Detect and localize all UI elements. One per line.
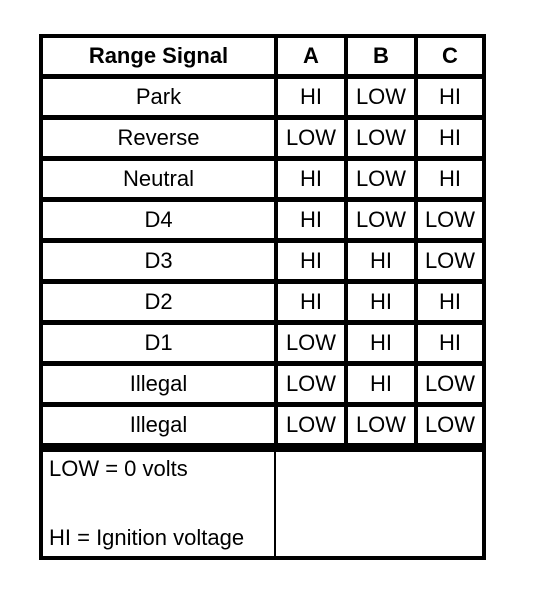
table-cell-signal-c: LOW [418, 243, 482, 279]
table-cell-signal-a: HI [278, 79, 344, 115]
table-cell-signal-b: LOW [348, 120, 414, 156]
table-cell-signal-b: HI [348, 243, 414, 279]
table-cell-signal-a: HI [278, 284, 344, 320]
table-cell-signal-b: HI [348, 325, 414, 361]
table-cell-signal-c: HI [418, 120, 482, 156]
row-label: Illegal [43, 366, 274, 402]
row-label: Reverse [43, 120, 274, 156]
table-cell-signal-b: HI [348, 366, 414, 402]
row-label: D1 [43, 325, 274, 361]
table-cell-signal-a: LOW [278, 325, 344, 361]
table-cell-signal-c: HI [418, 79, 482, 115]
legend-hi-text: HI = Ignition voltage [49, 525, 245, 550]
legend-notes: LOW = 0 volts HI = Ignition voltage [43, 452, 274, 556]
table-cell-signal-a: HI [278, 202, 344, 238]
table-cell-signal-a: HI [278, 243, 344, 279]
header-signal-a: A [278, 38, 344, 74]
table-cell-signal-a: HI [278, 161, 344, 197]
table-cell-signal-b: LOW [348, 202, 414, 238]
table-cell-signal-b: LOW [348, 407, 414, 443]
row-label: Illegal [43, 407, 274, 443]
row-label: Neutral [43, 161, 274, 197]
table-cell-signal-c: LOW [418, 366, 482, 402]
table-cell-signal-b: LOW [348, 161, 414, 197]
table-cell-signal-a: LOW [278, 407, 344, 443]
table-cell-signal-c: HI [418, 161, 482, 197]
table-cell-signal-c: HI [418, 284, 482, 320]
row-label: D4 [43, 202, 274, 238]
table-cell-signal-a: LOW [278, 366, 344, 402]
table-cell-signal-c: HI [418, 325, 482, 361]
legend-low-text: LOW = 0 volts [49, 456, 188, 481]
table-cell-signal-c: LOW [418, 202, 482, 238]
table-cell-signal-b: HI [348, 284, 414, 320]
empty-cell [276, 452, 482, 556]
header-signal-b: B [348, 38, 414, 74]
table-cell-signal-c: LOW [418, 407, 482, 443]
row-label: D3 [43, 243, 274, 279]
row-label: D2 [43, 284, 274, 320]
header-range-signal: Range Signal [43, 38, 274, 74]
row-label: Park [43, 79, 274, 115]
table-cell-signal-a: LOW [278, 120, 344, 156]
table-cell-signal-b: LOW [348, 79, 414, 115]
header-signal-c: C [418, 38, 482, 74]
